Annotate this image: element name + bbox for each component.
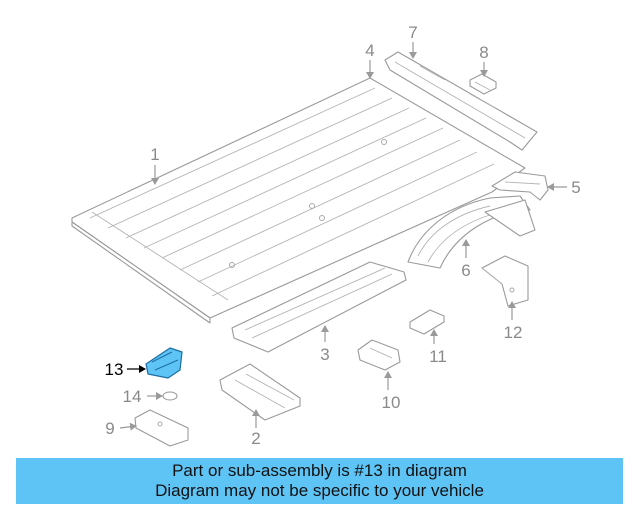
callout-7: 7 [408, 23, 417, 42]
callout-12: 12 [504, 323, 523, 342]
part-floor-panel [71, 77, 526, 324]
callout-9: 9 [105, 419, 114, 438]
part-mount-bracket [134, 409, 189, 447]
part-rear-sill [231, 261, 407, 353]
parts-diagram: 1 2 3 4 5 6 7 8 9 10 11 12 13 14 [71, 23, 581, 448]
part-13-highlighted-bracket [145, 347, 183, 379]
callout-10: 10 [382, 393, 401, 412]
part-wheelhouse-extension [491, 171, 549, 201]
callout-2: 2 [251, 429, 260, 448]
info-banner: Part or sub-assembly is #13 in diagram D… [16, 458, 623, 504]
part-side-rail [384, 51, 538, 151]
part-washer [162, 391, 178, 401]
callout-6: 6 [461, 261, 470, 280]
part-wheelhouse [407, 195, 536, 269]
callout-11: 11 [429, 347, 447, 366]
part-bracket [481, 255, 529, 307]
callout-labels: 1 2 3 4 5 6 7 8 9 10 11 12 13 14 [105, 23, 581, 448]
part-floor-plate [219, 363, 301, 421]
callout-5: 5 [571, 178, 580, 197]
part-pad [409, 309, 445, 335]
callout-1: 1 [150, 145, 159, 164]
part-support-bracket [357, 339, 401, 371]
banner-line-part: Part or sub-assembly is #13 in diagram [172, 461, 467, 480]
callout-13: 13 [105, 360, 124, 379]
callout-8: 8 [479, 43, 488, 62]
part-clip [469, 73, 497, 95]
callout-4: 4 [365, 41, 374, 60]
leader-lines [119, 42, 567, 431]
callout-3: 3 [320, 345, 329, 364]
banner-line-disclaimer: Diagram may not be specific to your vehi… [155, 481, 484, 500]
callout-14: 14 [123, 387, 142, 406]
